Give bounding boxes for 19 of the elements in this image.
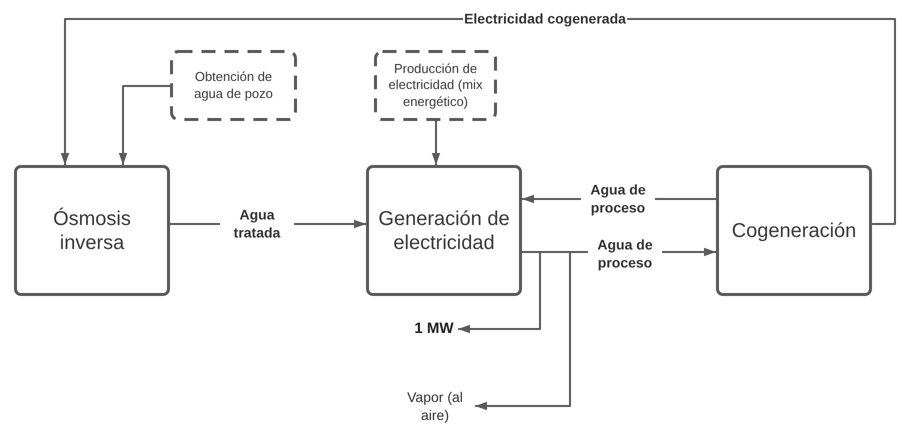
box-title: Generación de electricidad: [377, 206, 511, 254]
output-label: Vapor (al aire): [395, 384, 475, 428]
arrow: [475, 251, 571, 410]
box-title: Ósmosis inversa: [52, 206, 132, 254]
dashed-box: [374, 50, 497, 121]
box-text: Producción de electricidad (mix energético): [388, 61, 484, 110]
dashed-box: [170, 50, 297, 121]
box-title: Cogeneración: [732, 218, 856, 242]
arrow: [458, 251, 541, 334]
edge-label: Electricidad cogenerada: [463, 10, 627, 28]
edge-label: Agua de proceso: [588, 236, 662, 272]
process-box: [716, 165, 872, 296]
process-box: [366, 165, 522, 296]
process-box: [14, 165, 170, 296]
arrow: [118, 85, 170, 165]
edge-label: Agua de proceso: [581, 182, 655, 216]
output-label: 1 MW: [410, 316, 458, 342]
box-text: Obtención de agua de pozo: [193, 69, 274, 102]
arrow: [432, 121, 440, 165]
